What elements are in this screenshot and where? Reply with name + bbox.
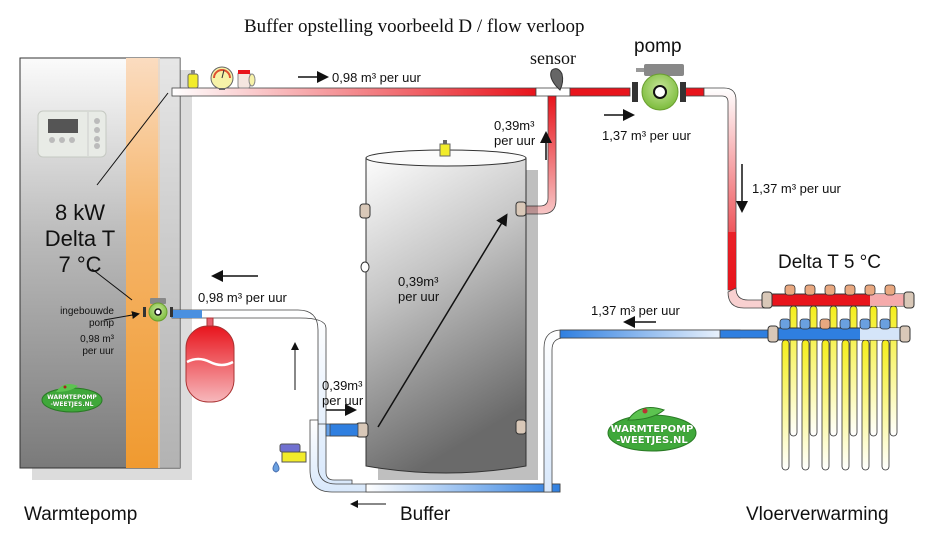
flow-label-buffer-up: 0,39m³ per uur	[494, 118, 535, 148]
supply-valve-cap	[784, 284, 796, 296]
flow-label-return-left: 0,98 m³ per uur	[198, 290, 287, 305]
floor-loop-supply	[809, 305, 818, 437]
builtin-pump-flow: 0,98 m³ per uur	[50, 334, 114, 358]
tank-fitting	[515, 419, 527, 435]
logo-text: WARMTEPOMP -WEETJES.NL	[606, 424, 698, 446]
floor-loop-return	[781, 339, 790, 471]
sensor-icon	[550, 68, 564, 91]
return-valve-cap	[879, 318, 891, 330]
floor-loop-supply	[829, 305, 838, 437]
flow-label-after-pump: 1,37 m³ per uur	[602, 128, 691, 143]
return-valve-cap	[779, 318, 791, 330]
supply-valve-cap	[864, 284, 876, 296]
flow-label-down-manifold: 1,37 m³ per uur	[752, 181, 841, 196]
leader-line	[96, 92, 169, 186]
supply-valve-cap	[844, 284, 856, 296]
flow-label-line: per uur	[322, 393, 364, 408]
supply-valve-cap	[804, 284, 816, 296]
floor-heating-delta: Delta T 5 °C	[778, 252, 881, 273]
sensor-label: sensor	[530, 48, 576, 68]
floor-loop-return	[861, 339, 870, 471]
floor-loop-return	[881, 339, 890, 471]
flow-label-line: 0,39m³	[398, 274, 439, 289]
floor-loop-supply	[789, 305, 798, 437]
leader-line	[91, 268, 133, 301]
return-valve-cap	[839, 318, 851, 330]
supply-pipe-top	[171, 87, 771, 309]
pump-label: pomp	[634, 36, 682, 57]
drain-valve-icon	[272, 443, 307, 473]
builtin-pump-label-line: pomp	[88, 318, 114, 329]
supply-valve-cap	[824, 284, 836, 296]
circulation-pump-icon	[632, 64, 686, 111]
builtin-pump-label: ingebouwde pomp	[50, 306, 114, 330]
buffer-internal-flow: 0,39m³ per uur	[398, 274, 439, 304]
flow-label-return-floor: 1,37 m³ per uur	[591, 303, 680, 318]
warmtepomp-weetjes-logo	[607, 407, 697, 452]
logo-line: -WEETJES.NL	[50, 401, 94, 408]
air-vent-icon	[187, 70, 199, 89]
pressure-gauge-icon	[210, 66, 234, 90]
flow-label-supply-top: 0,98 m³ per uur	[332, 70, 421, 85]
leader-arrow	[103, 311, 140, 321]
builtin-pump-flow-line: per uur	[82, 346, 114, 357]
flow-label-line: 0,39m³	[494, 118, 535, 133]
return-valve-cap	[859, 318, 871, 330]
heat-pump-specs: 8 kW Delta T 7 °C	[40, 200, 120, 278]
flow-label-line: per uur	[398, 289, 440, 304]
thermostat-icon	[37, 110, 107, 158]
diagram-title: Buffer opstelling voorbeeld D / flow ver…	[244, 16, 585, 37]
heat-pump-logo	[41, 384, 103, 413]
builtin-pump-icon	[143, 298, 173, 322]
heat-pump-logo-text: WARMTEPOMP -WEETJES.NL	[36, 394, 108, 408]
logo-line: WARMTEPOMP	[47, 394, 97, 401]
safety-valve-icon	[237, 70, 256, 89]
return-valve-cap	[819, 318, 831, 330]
buffer-tank	[355, 140, 538, 480]
expansion-vessel-icon	[185, 317, 235, 403]
tank-fitting	[359, 203, 371, 219]
return-valve-cap	[799, 318, 811, 330]
buffer-label: Buffer	[400, 504, 451, 525]
heat-pump-power: 8 kW	[54, 200, 106, 225]
return-pipe	[171, 309, 771, 493]
heat-pump-delta: Delta T	[44, 226, 116, 251]
floor-loop-supply	[889, 305, 898, 437]
internal-flow-arrow	[377, 213, 508, 428]
floor-loop-return	[801, 339, 810, 471]
floor-loop-supply	[849, 305, 858, 437]
floor-loop-return	[841, 339, 850, 471]
builtin-pump-label-line: ingebouwde	[60, 306, 114, 317]
logo-line: -WEETJES.NL	[616, 435, 688, 446]
tank-fitting	[515, 201, 527, 217]
floor-heating-label: Vloerverwarming	[746, 504, 889, 525]
flow-label-line: per uur	[494, 133, 536, 148]
heat-pump-stripe	[126, 58, 160, 468]
air-vent-icon	[439, 140, 451, 157]
heat-pump-delta-value: 7 °C	[58, 252, 102, 277]
floor-loop-return	[821, 339, 830, 471]
floor-loop-supply	[869, 305, 878, 437]
heat-pump-unit	[19, 57, 192, 480]
flow-label-buffer-in: 0,39m³ per uur	[322, 378, 363, 408]
supply-valve-cap	[884, 284, 896, 296]
builtin-pump-flow-line: 0,98 m³	[80, 334, 114, 345]
heat-pump-label: Warmtepomp	[24, 504, 138, 525]
flow-label-line: 0,39m³	[322, 378, 363, 393]
floor-heating-manifold	[761, 284, 915, 471]
tank-sensor-port	[360, 261, 370, 273]
logo-line: WARMTEPOMP	[610, 424, 694, 435]
flow-arrows	[211, 71, 748, 508]
